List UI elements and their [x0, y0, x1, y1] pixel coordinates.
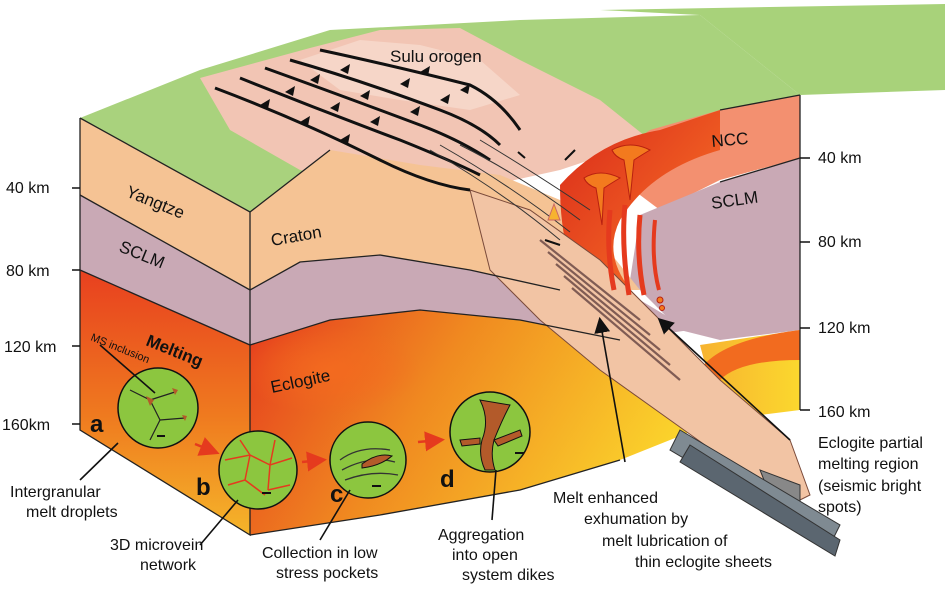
label-ncc: NCC: [711, 129, 749, 151]
caption-a: Intergranular melt droplets: [10, 484, 118, 521]
svg-text:exhumation by: exhumation by: [584, 511, 688, 528]
svg-text:Eclogite partial: Eclogite partial: [818, 435, 923, 452]
grain-circle-b: [218, 430, 298, 510]
melt-diapirs: [547, 144, 665, 311]
stage-arrows: [194, 431, 445, 472]
stage-letter-b: b: [196, 474, 211, 501]
svg-text:system dikes: system dikes: [462, 567, 554, 584]
hot-spot: [240, 325, 420, 415]
svg-text:Intergranular: Intergranular: [10, 484, 101, 501]
grain-circle-d: [449, 391, 531, 473]
depth-scale-left: 40 km 80 km 120 km 160km: [2, 180, 80, 434]
depth-right-80: 80 km: [818, 234, 862, 251]
slab-stripes: [539, 239, 681, 381]
shear-lines: [429, 139, 591, 241]
svg-text:Aggregation: Aggregation: [438, 527, 524, 544]
svg-text:into open: into open: [452, 547, 518, 564]
stage-letter-a: a: [90, 411, 104, 438]
stage-letter-d: d: [440, 466, 455, 493]
grain-circle-c: [329, 421, 407, 499]
caption-b: 3D microvein network: [110, 537, 203, 574]
left-crust: [80, 118, 250, 290]
motion-arrows: [517, 149, 576, 246]
right-upwelling: [700, 330, 800, 380]
depth-right-120: 120 km: [818, 320, 870, 337]
mantle-wedge: [560, 110, 720, 300]
caption-d: Aggregation into open system dikes: [438, 527, 554, 584]
depth-scale-right: 40 km 80 km 120 km 160 km: [800, 150, 870, 421]
layer-boundaries: [79, 94, 801, 537]
svg-text:melting region: melting region: [818, 456, 919, 473]
svg-text:spots): spots): [818, 499, 862, 516]
leader-lines: [79, 316, 791, 546]
svg-text:3D microvein: 3D microvein: [110, 537, 203, 554]
svg-text:network: network: [140, 557, 197, 574]
depth-left-80: 80 km: [6, 263, 50, 280]
svg-text:Melt enhanced: Melt enhanced: [553, 490, 658, 507]
svg-text:melt droplets: melt droplets: [26, 504, 118, 521]
caption-c: Collection in low stress pockets: [262, 545, 378, 582]
depth-left-160: 160km: [2, 417, 50, 434]
surface-green-right: [600, 4, 945, 95]
depth-left-40: 40 km: [6, 180, 50, 197]
svg-text:melt lubrication of: melt lubrication of: [602, 533, 728, 550]
slab-tail-lower-b: [679, 444, 841, 557]
depth-right-40: 40 km: [818, 150, 862, 167]
annotation-exhumation: Melt enhanced exhumation by melt lubrica…: [553, 490, 772, 571]
thrust-faults: [214, 48, 522, 192]
stage-letter-c: c: [330, 481, 343, 508]
svg-text:stress pockets: stress pockets: [276, 565, 378, 582]
grain-circle-a: [117, 367, 199, 449]
thrust-teeth: [260, 64, 470, 144]
depth-left-120: 120 km: [4, 339, 56, 356]
ncc-sclm: [630, 158, 800, 340]
svg-text:thin eclogite sheets: thin eclogite sheets: [635, 554, 772, 571]
annotation-partial-melting: Eclogite partial melting region (seismic…: [818, 435, 923, 516]
svg-text:(seismic bright: (seismic bright: [818, 478, 922, 495]
left-sclm: [80, 195, 250, 345]
svg-text:Collection in low: Collection in low: [262, 545, 378, 562]
depth-right-160: 160 km: [818, 404, 870, 421]
label-sulu-orogen: Sulu orogen: [390, 47, 482, 66]
